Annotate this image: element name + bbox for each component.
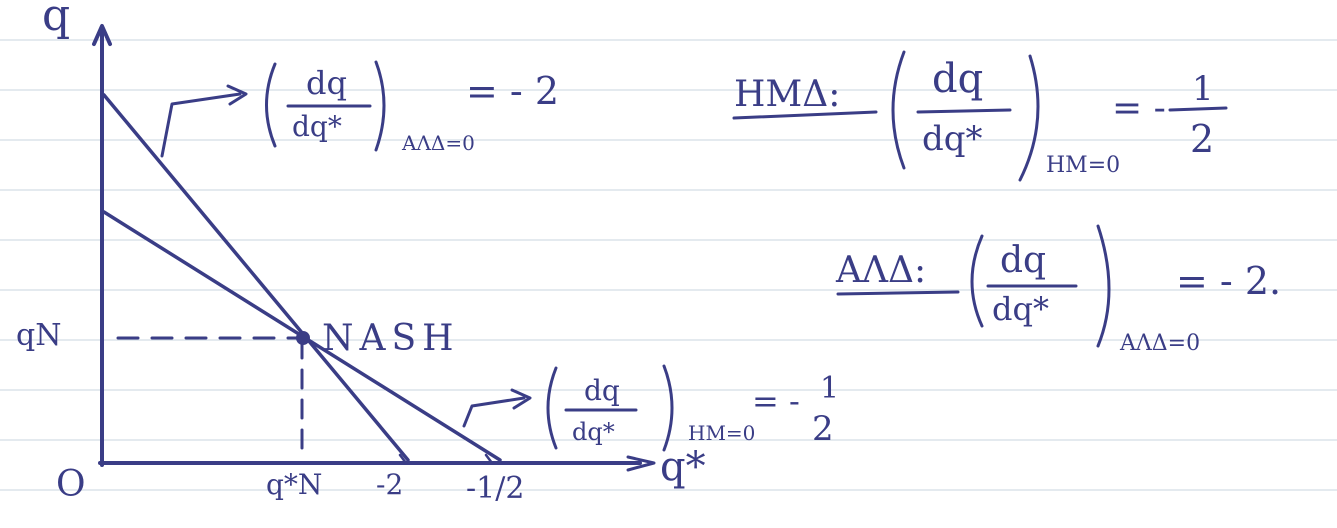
axes xyxy=(92,24,656,472)
origin-label: O xyxy=(56,464,86,505)
lower-subscript: HM=0 xyxy=(688,421,755,445)
upper-pointer-arrow-icon xyxy=(226,84,248,106)
upper-numerator: dq xyxy=(306,64,347,102)
lower-denominator: dq* xyxy=(572,418,615,446)
intercept-minus-2-label: -2 xyxy=(376,468,403,501)
aad-name: ΑΛΔ: xyxy=(835,250,926,291)
intercept-minus-half-label: -1/2 xyxy=(466,471,524,506)
hm-open-paren xyxy=(891,50,906,170)
lower-numerator: dq xyxy=(584,374,620,407)
hm-name-underline xyxy=(732,110,878,120)
upper-denominator: dq* xyxy=(292,110,342,143)
nash-point xyxy=(296,331,310,345)
hm-name: HMΔ: xyxy=(734,74,840,115)
lower-close-paren xyxy=(662,364,674,452)
upper-open-paren xyxy=(265,62,277,148)
lower-open-paren xyxy=(546,366,558,450)
aad-equation: ΑΛΔ: dq dq* ΑΛΔ=0 = - 2. xyxy=(835,224,1281,356)
lower-pointer-arrow-icon xyxy=(510,388,532,410)
qn-label: qN xyxy=(16,318,61,353)
hm-rhs-sign: = - xyxy=(1112,88,1166,129)
x-axis-arrow-icon xyxy=(626,455,656,472)
y-axis-label: q xyxy=(42,0,70,41)
lower-rhs-numerator: 1 xyxy=(820,371,839,406)
nash-label: NASH xyxy=(322,318,460,359)
hm-subscript: HM=0 xyxy=(1046,153,1120,178)
tick-minus-2 xyxy=(398,453,408,465)
hm-equation: HMΔ: dq dq* HM=0 = - 1 2 xyxy=(732,50,1228,182)
aad-name-underline xyxy=(836,290,960,296)
x-axis-label: q* xyxy=(660,444,706,490)
upper-rhs: = - 2 xyxy=(466,69,559,113)
hm-fraction-bar xyxy=(916,108,1012,114)
qstarn-label: q*N xyxy=(266,468,322,501)
lower-rhs-denominator: 2 xyxy=(812,409,834,449)
lower-rhs-sign: = - xyxy=(752,382,800,420)
aad-open-paren xyxy=(970,234,984,328)
lower-slope-annotation: dq dq* HM=0 = - 1 2 xyxy=(462,364,839,452)
hm-rhs-bar xyxy=(1168,106,1228,112)
y-axis-arrow-icon xyxy=(92,24,112,46)
upper-slope-annotation: dq dq* ΑΛΔ=0 = - 2 xyxy=(160,60,559,158)
reaction-line-steep xyxy=(102,93,410,462)
hm-numerator: dq xyxy=(932,56,983,102)
lower-pointer xyxy=(462,396,526,428)
aad-denominator: dq* xyxy=(992,290,1049,328)
aad-rhs: = - 2. xyxy=(1176,259,1281,303)
aad-close-paren xyxy=(1096,224,1111,348)
hm-rhs-numerator: 1 xyxy=(1192,69,1214,109)
tick-minus-half xyxy=(484,453,494,465)
hm-denominator: dq* xyxy=(922,119,983,159)
hm-rhs-denominator: 2 xyxy=(1190,117,1214,161)
upper-subscript: ΑΛΔ=0 xyxy=(401,131,475,155)
aad-numerator: dq xyxy=(1000,240,1046,281)
aad-subscript: ΑΛΔ=0 xyxy=(1119,331,1200,356)
hm-close-paren xyxy=(1018,54,1040,182)
upper-close-paren xyxy=(374,60,386,152)
upper-pointer xyxy=(160,92,242,158)
